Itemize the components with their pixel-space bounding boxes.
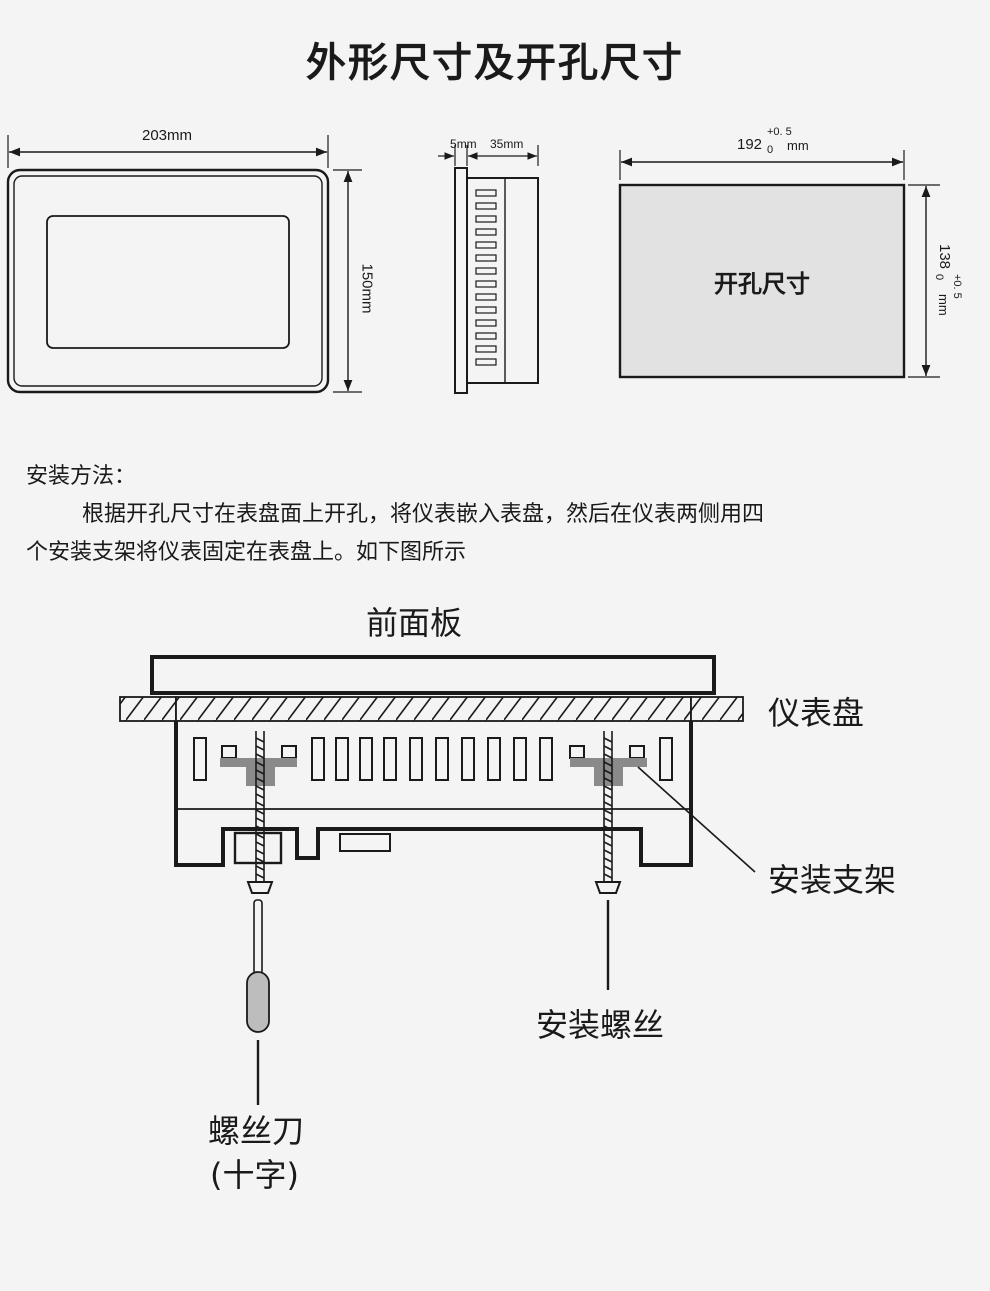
label-screw: 安装螺丝 <box>536 1006 665 1044</box>
install-heading: 安装方法： <box>26 464 137 489</box>
cutout-height-unit: mm <box>936 294 951 316</box>
front-view <box>6 135 362 394</box>
screw-right <box>594 731 622 894</box>
side-depth-label: 35mm <box>490 137 523 151</box>
panel-board-right <box>690 696 744 722</box>
cutout-width-unit: mm <box>787 138 809 153</box>
side-depth-unit: mm <box>503 137 524 151</box>
cutout-center-label: 开孔尺寸 <box>714 269 810 298</box>
screw-left <box>246 731 274 894</box>
label-panel-board: 仪表盘 <box>768 694 865 732</box>
cutout-width-value: 192 <box>737 136 763 153</box>
cutout-width-label: 192 +0. 5 0 mm <box>737 126 857 160</box>
front-width-unit: mm <box>167 127 193 144</box>
front-outer-frame <box>6 168 330 394</box>
front-height-value: 150 <box>358 263 376 289</box>
side-depth-value: 35 <box>490 137 504 151</box>
front-height-label: 150mm <box>359 264 376 314</box>
install-diagram <box>119 655 756 1105</box>
connector-left <box>233 831 283 865</box>
side-bezel-unit: mm <box>456 137 477 151</box>
front-panel <box>150 655 716 695</box>
cutout-height-tol-minus: 0 <box>933 274 945 281</box>
install-line-1: 根据开孔尺寸在表盘面上开孔，将仪表嵌入表盘，然后在仪表两侧用四 <box>82 502 765 527</box>
cutout-height-value: 138 <box>936 244 953 270</box>
side-view <box>438 145 539 394</box>
cutout-width-tol-plus: +0. 5 <box>767 126 792 138</box>
instrument-body <box>174 721 693 867</box>
page-title: 外形尺寸及开孔尺寸 <box>306 40 684 86</box>
label-screwdriver-type: (十字) <box>210 1156 299 1194</box>
front-height-unit: mm <box>358 288 376 314</box>
label-front-panel: 前面板 <box>366 604 463 642</box>
label-bracket: 安装支架 <box>768 861 897 899</box>
label-screwdriver: 螺丝刀 <box>208 1112 305 1150</box>
side-bezel-label: 5mm <box>450 137 477 151</box>
cutout-rect <box>618 183 906 379</box>
side-bezel-value: 5 <box>450 137 457 151</box>
cutout-width-tol-minus: 0 <box>767 144 774 156</box>
panel-board-left <box>119 696 177 722</box>
panel-board-mid <box>175 696 692 722</box>
side-vents <box>475 189 497 366</box>
front-width-value: 203 <box>142 127 168 144</box>
cutout-view <box>618 150 940 379</box>
front-screen <box>46 215 290 349</box>
connector-mid <box>339 833 391 852</box>
front-width-label: 203mm <box>142 127 192 144</box>
side-body <box>466 177 539 384</box>
side-bezel <box>454 167 468 394</box>
cutout-height-tol-plus: +0. 5 <box>951 274 963 299</box>
install-vents <box>193 737 673 781</box>
install-line-2: 个安装支架将仪表固定在表盘上。如下图所示 <box>26 540 467 565</box>
bracket-leader <box>637 766 756 873</box>
front-inner-frame <box>13 175 323 387</box>
cutout-height-label: 138 +0. 5 0 mm <box>929 230 963 330</box>
screwdriver <box>246 899 270 1105</box>
